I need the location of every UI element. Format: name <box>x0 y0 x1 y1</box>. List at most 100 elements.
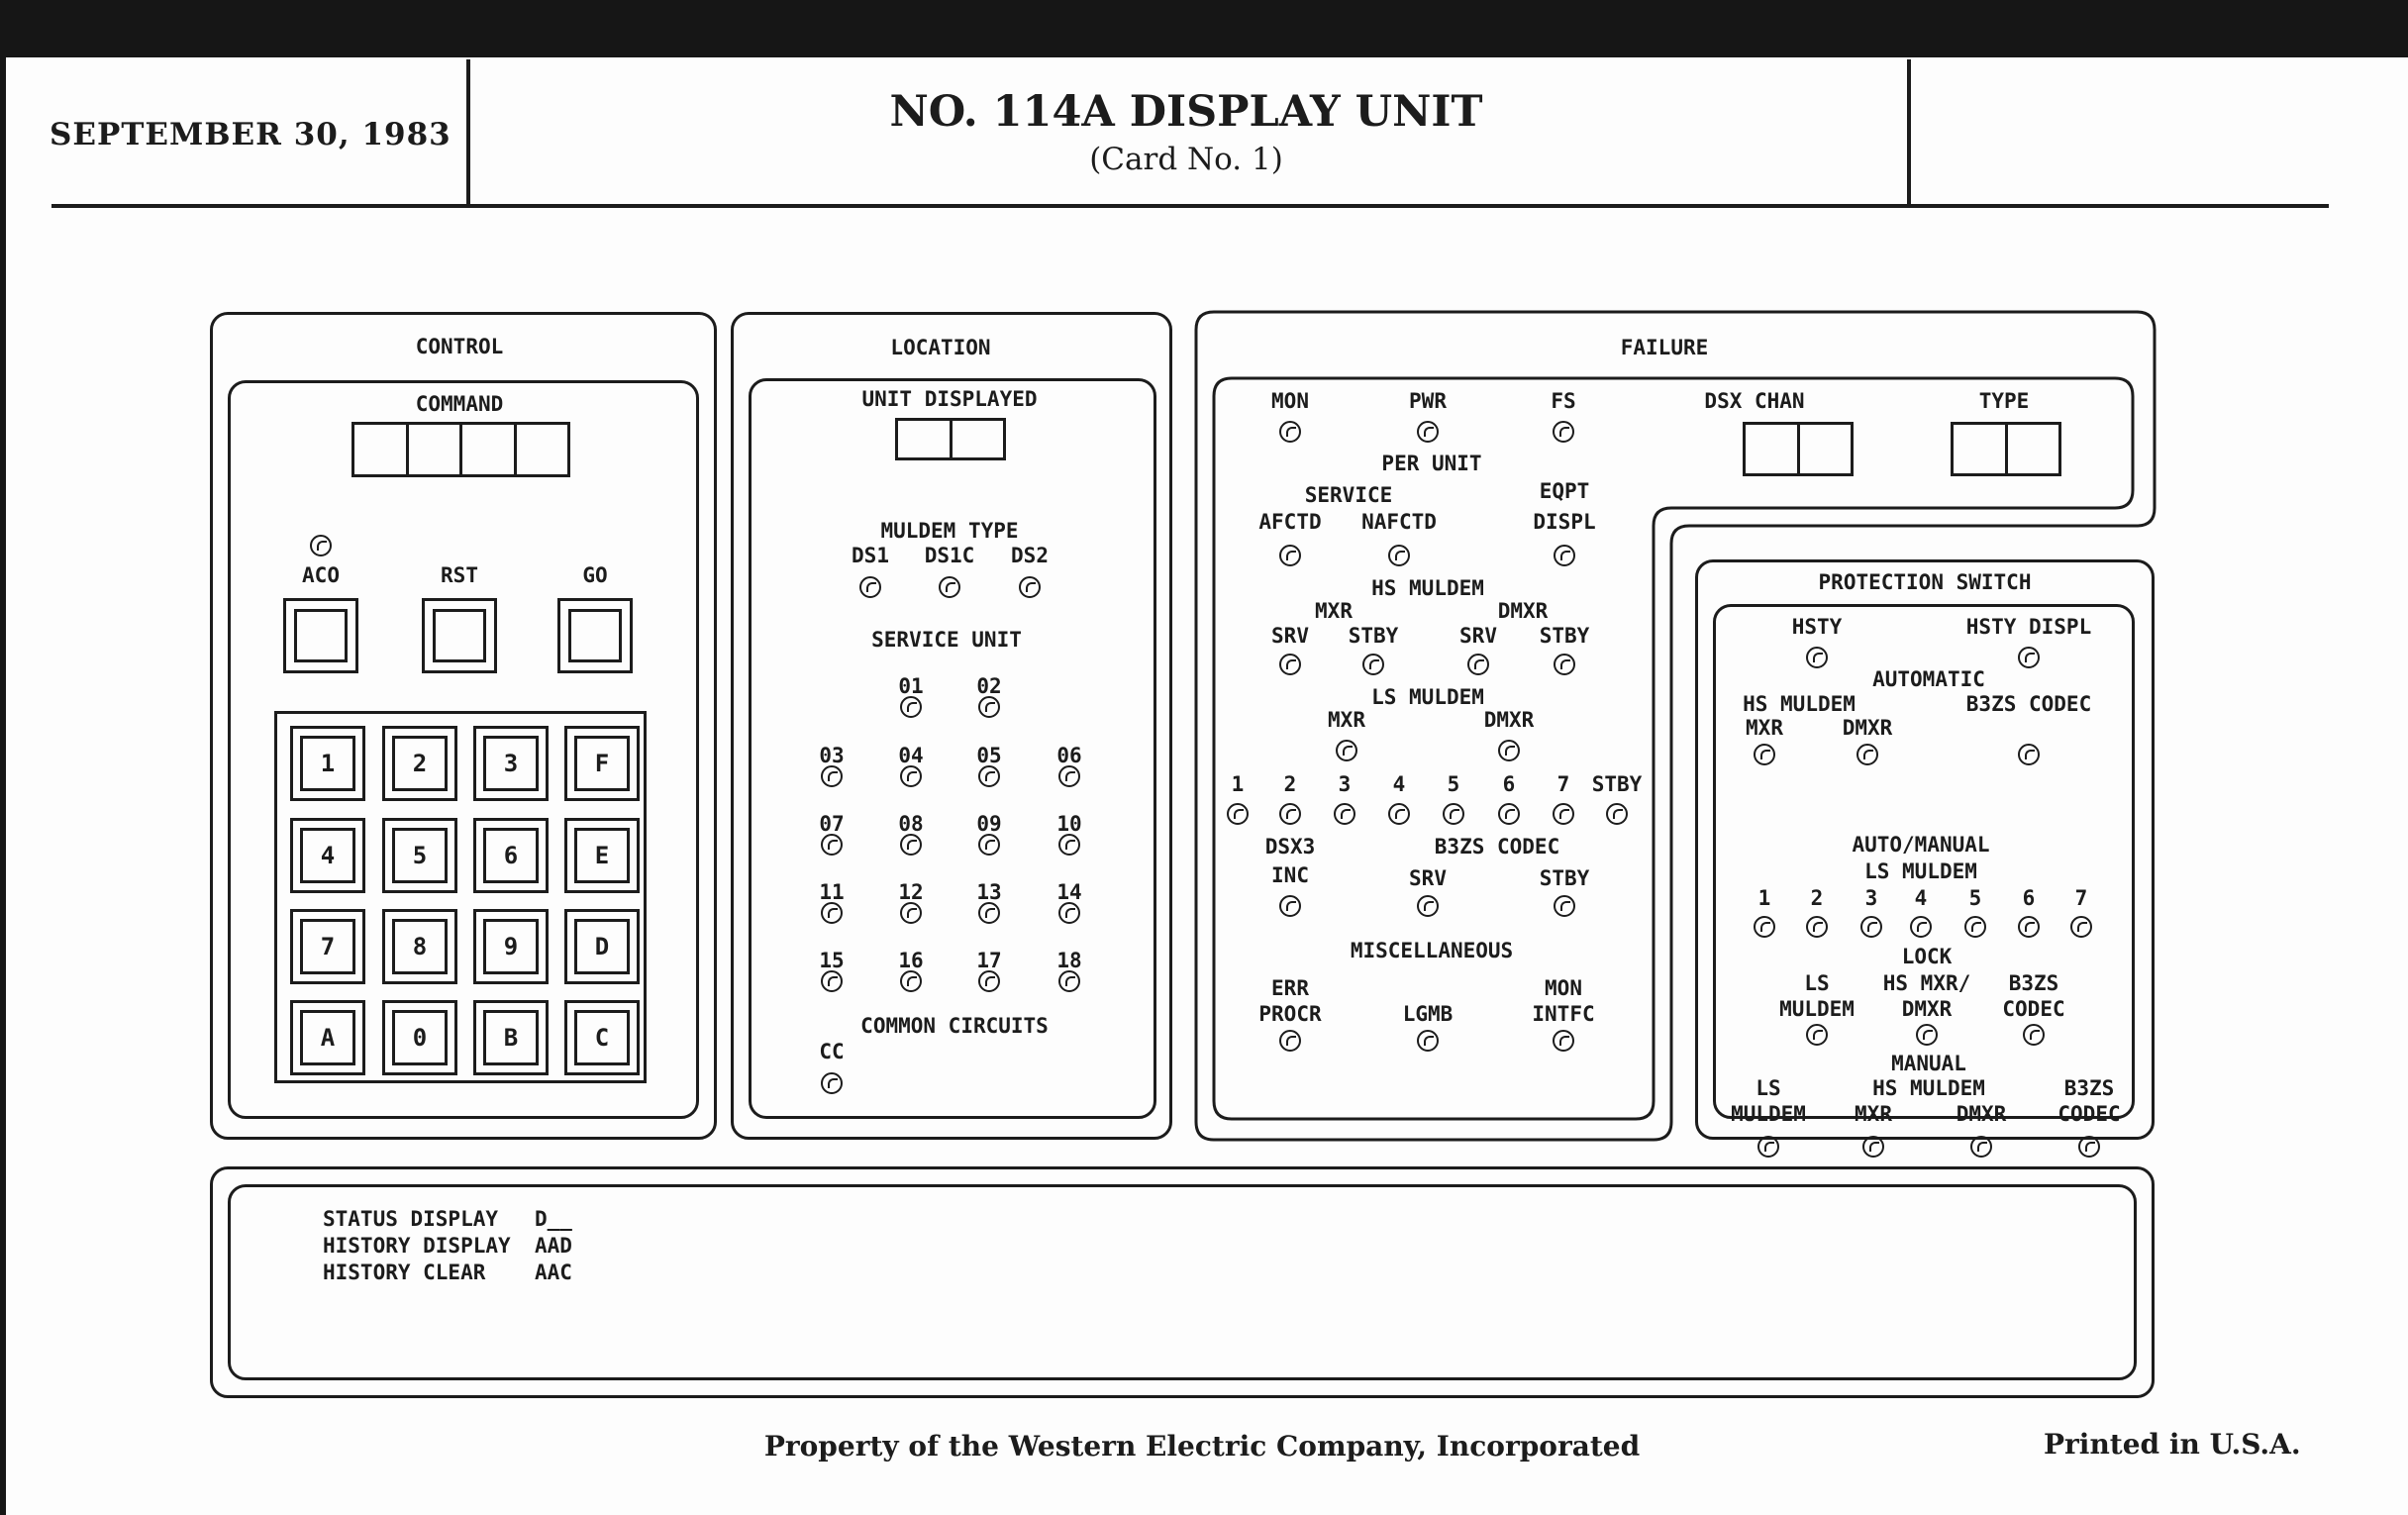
protection-ls-label-7: 7 <box>2074 886 2088 910</box>
location-panel-outer <box>731 312 1172 1140</box>
keypad-key-label: 6 <box>483 828 539 883</box>
failure-ls-label-1: 1 <box>1231 772 1245 796</box>
manual-dmxr-lamp <box>1970 1136 1992 1158</box>
cc-lamp <box>821 1072 843 1094</box>
protection-ls-lamp-6 <box>2018 916 2040 938</box>
legend-history-display-code: AAD <box>535 1234 572 1258</box>
header-divider-left <box>466 59 470 208</box>
keypad-key-8[interactable]: 8 <box>382 909 457 984</box>
keypad-key-label: 4 <box>300 828 355 883</box>
b3zs-srv-lamp <box>1417 895 1439 917</box>
keypad-key-0[interactable]: 0 <box>382 1000 457 1075</box>
keypad-key-f[interactable]: F <box>564 726 640 801</box>
pwr-label: PWR <box>1409 389 1447 413</box>
legend-codes: D__ AAD AAC <box>535 1206 572 1286</box>
lock-b3zs-lamp <box>2023 1024 2045 1046</box>
keypad-key-label: 9 <box>483 919 539 974</box>
failure-ls-label-3: 3 <box>1338 772 1352 796</box>
auto-b3zs-codec-label: B3ZS CODEC <box>1965 692 2092 716</box>
service-unit-label-06: 06 <box>1056 744 1082 767</box>
service-unit-lamp-14 <box>1058 902 1080 924</box>
muldem-type-label: MULDEM TYPE <box>880 519 1019 543</box>
keypad-key-d[interactable]: D <box>564 909 640 984</box>
location-title: LOCATION <box>890 336 991 359</box>
keypad-key-9[interactable]: 9 <box>473 909 549 984</box>
pwr-lamp <box>1417 421 1439 443</box>
lock-ls-lamp <box>1806 1024 1828 1046</box>
manual-dmxr-label: DMXR <box>1956 1102 2007 1126</box>
unit-displayed-label: UNIT DISPLAYED <box>861 387 1038 411</box>
failure-ls-lamp-4 <box>1388 803 1410 825</box>
muldem-type-lamp-ds2 <box>1019 576 1041 598</box>
hs-mxr-srv-label: SRV <box>1271 624 1309 648</box>
auto-b3zs-lamp <box>2018 744 2040 765</box>
keypad-key-6[interactable]: 6 <box>473 818 549 893</box>
keypad-key-label: D <box>574 919 630 974</box>
common-circuits-label: COMMON CIRCUITS <box>860 1014 1049 1038</box>
legend-status-display: STATUS DISPLAY <box>323 1207 499 1231</box>
auto-dmxr-label: DMXR <box>1842 716 1893 740</box>
protection-ls-lamp-5 <box>1964 916 1986 938</box>
control-panel-outer <box>210 312 717 1140</box>
command-label: COMMAND <box>415 392 504 416</box>
hs-mxr-srv-lamp <box>1279 654 1301 675</box>
displ-label: DISPL <box>1533 510 1596 534</box>
dsx-chan-label: DSX CHAN <box>1704 389 1805 413</box>
service-unit-label-12: 12 <box>898 880 924 904</box>
manual-b3zs-codec-lamp <box>2078 1136 2100 1158</box>
auto-mxr-label: MXR <box>1746 716 1783 740</box>
service-unit-label-03: 03 <box>819 744 845 767</box>
keypad-key-7[interactable]: 7 <box>290 909 365 984</box>
service-unit-label-05: 05 <box>976 744 1002 767</box>
automatic-label: AUTOMATIC <box>1872 667 1985 691</box>
keypad-key-e[interactable]: E <box>564 818 640 893</box>
dsx3-label: DSX3 <box>1264 835 1316 858</box>
cc-label: CC <box>819 1040 845 1063</box>
service-unit-label-17: 17 <box>976 949 1002 972</box>
service-unit-label-14: 14 <box>1056 880 1082 904</box>
hs-dmxr-srv-label: SRV <box>1459 624 1497 648</box>
service-unit-lamp-01 <box>900 696 922 718</box>
hs-mxr-label: MXR <box>1315 599 1353 623</box>
protection-ls-label-2: 2 <box>1810 886 1824 910</box>
aco-button[interactable] <box>283 598 358 673</box>
ls-dmxr-lamp <box>1498 740 1520 761</box>
unit-displayed-window <box>895 418 1006 460</box>
keypad-key-b[interactable]: B <box>473 1000 549 1075</box>
service-unit-lamp-16 <box>900 970 922 992</box>
service-unit-lamp-09 <box>978 834 1000 856</box>
header-date: SEPTEMBER 30, 1983 <box>50 117 452 152</box>
lock-b3zs-label: B3ZS <box>2008 971 2059 995</box>
keypad-key-4[interactable]: 4 <box>290 818 365 893</box>
rst-button[interactable] <box>422 598 497 673</box>
b3zs-codec-label: B3ZS CODEC <box>1434 835 1560 858</box>
lock-hs-mxr-label: HS MXR/ <box>1882 971 1971 995</box>
auto-manual-ls-muldem-label: LS MULDEM <box>1864 859 1977 883</box>
keypad-key-a[interactable]: A <box>290 1000 365 1075</box>
keypad-key-label: F <box>574 736 630 791</box>
protection-panel-outer <box>1695 559 2155 1140</box>
protection-ls-label-1: 1 <box>1757 886 1771 910</box>
hs-muldem-label: HS MULDEM <box>1371 576 1484 600</box>
service-unit-lamp-13 <box>978 902 1000 924</box>
keypad-key-5[interactable]: 5 <box>382 818 457 893</box>
control-panel-inner <box>228 380 699 1119</box>
failure-ls-lamp-5 <box>1443 803 1464 825</box>
b3zs-stby-lamp <box>1554 895 1575 917</box>
keypad-key-2[interactable]: 2 <box>382 726 457 801</box>
keypad-key-label: 5 <box>392 828 448 883</box>
footer-printed: Printed in U.S.A. <box>2044 1428 2301 1461</box>
failure-ls-lamp-6 <box>1498 803 1520 825</box>
b3zs-stby-label: STBY <box>1539 866 1590 890</box>
keypad-key-3[interactable]: 3 <box>473 726 549 801</box>
legend-panel-inner <box>228 1184 2137 1380</box>
failure-panel-outline <box>1194 310 2157 1142</box>
dsx-chan-window <box>1743 422 1854 476</box>
go-button[interactable] <box>557 598 633 673</box>
legend-panel-outer <box>210 1166 2155 1398</box>
protection-ls-label-3: 3 <box>1864 886 1878 910</box>
keypad-key-1[interactable]: 1 <box>290 726 365 801</box>
eqpt-label: EQPT <box>1539 479 1590 503</box>
afctd-lamp <box>1279 545 1301 566</box>
keypad-key-c[interactable]: C <box>564 1000 640 1075</box>
